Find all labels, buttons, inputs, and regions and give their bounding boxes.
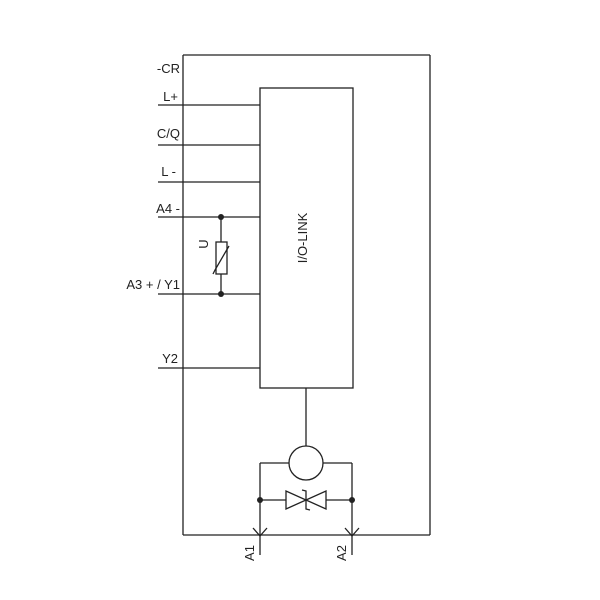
- pin-label: A4 -: [156, 201, 180, 216]
- pin-label: A3 + / Y1: [126, 277, 180, 292]
- pin-label: L+: [163, 89, 178, 104]
- device-enclosure: [182, 54, 431, 536]
- pin-label: C/Q: [157, 126, 180, 141]
- bidirectional-diode-icon: [257, 489, 355, 511]
- terminal-a2: A2: [334, 527, 360, 561]
- junction-dot: [218, 291, 224, 297]
- varistor-icon: [212, 214, 230, 297]
- junction-dot: [349, 497, 355, 503]
- terminal-a1: A1: [242, 527, 268, 561]
- pin-cq: C/Q: [157, 126, 260, 146]
- module-label: I/O-LINK: [295, 212, 310, 263]
- coil-bus: [259, 462, 353, 555]
- terminal-label: A2: [334, 545, 349, 561]
- pin-label: L -: [161, 164, 176, 179]
- junction-dot: [257, 497, 263, 503]
- pin-y2: Y2: [158, 351, 260, 369]
- terminal-label: A1: [242, 545, 257, 561]
- pin-l-minus: L -: [158, 164, 260, 183]
- pin-a3-y1: A3 + / Y1: [126, 277, 260, 295]
- coil-circle-icon: [288, 445, 324, 481]
- pin-a4: A4 -: [156, 201, 260, 218]
- device-tag: -CR: [157, 61, 180, 76]
- pin-label: Y2: [162, 351, 178, 366]
- junction-dot: [218, 214, 224, 220]
- pin-l-plus: L+: [158, 89, 260, 106]
- varistor-symbol: U: [196, 239, 211, 248]
